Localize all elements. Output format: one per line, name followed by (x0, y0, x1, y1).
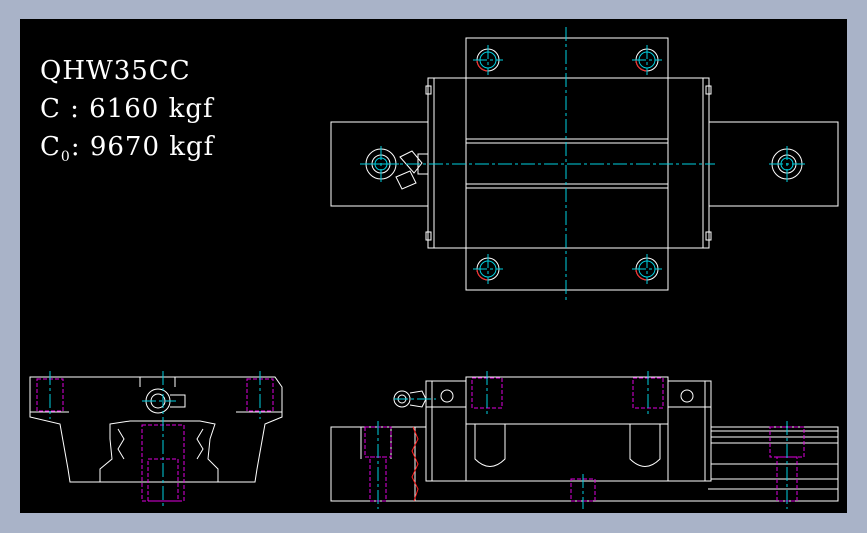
top-view-centerlines (360, 27, 805, 302)
dynamic-load-label: C : 6160 kgf (40, 94, 214, 124)
break-line (411, 426, 419, 502)
front-view-centerlines (49, 371, 261, 509)
retainer-left (474, 424, 506, 467)
static-load-symbol: C (40, 132, 61, 162)
front-view-hidden-bolts (36, 378, 274, 502)
drawing-svg (29, 27, 839, 509)
model-label: QHW35CC (40, 56, 191, 86)
static-load-subscript: 0 (60, 149, 71, 166)
side-view-centerlines (377, 371, 788, 509)
static-load-line: C0: 9670 kgf (40, 128, 214, 176)
side-view (330, 376, 839, 502)
cad-drawing-canvas[interactable]: QHW35CC C : 6160 kgf C0: 9670 kgf (20, 19, 847, 513)
grease-nipple-icon (399, 150, 423, 174)
spec-text-block: QHW35CC C : 6160 kgf C0: 9670 kgf (40, 52, 214, 176)
front-view (29, 376, 283, 483)
static-load-value: : 9670 kgf (70, 132, 215, 162)
retainer-right (629, 424, 661, 467)
